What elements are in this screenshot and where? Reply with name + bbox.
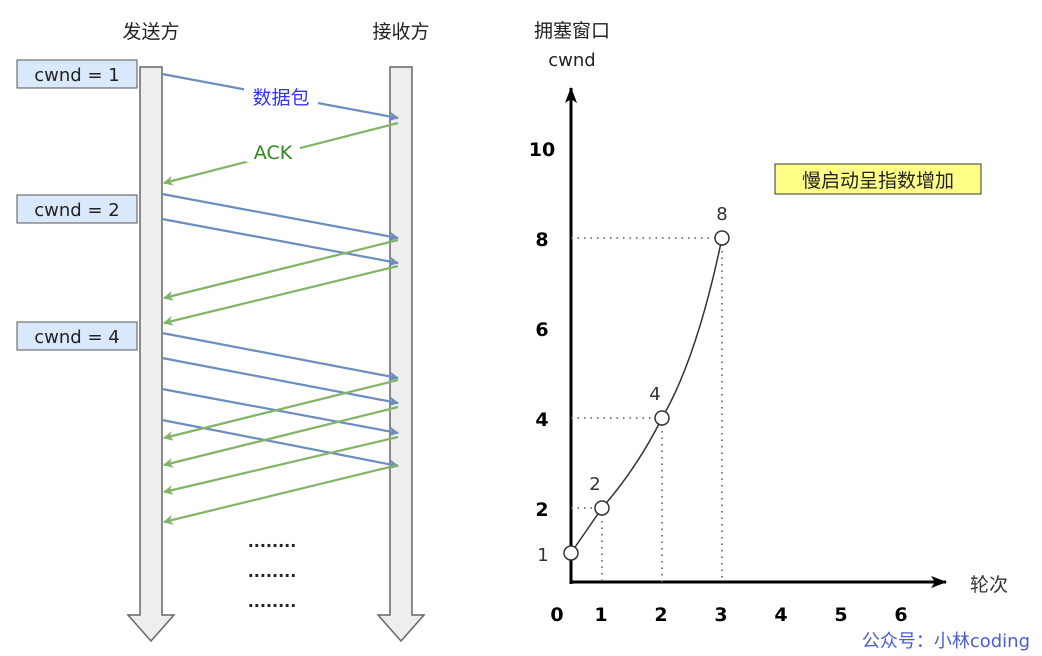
- data-packet-arrow: [161, 356, 399, 407]
- cwnd-box-text: cwnd = 1: [34, 65, 119, 86]
- ack-arrow: [163, 378, 399, 441]
- ack-arrow: [163, 238, 399, 301]
- y-tick-label: 8: [535, 229, 548, 251]
- data-point: [714, 230, 730, 246]
- sender-label: 发送方: [122, 21, 179, 43]
- y-tick-label: 2: [535, 499, 548, 521]
- chart-title: 拥塞窗口: [534, 20, 610, 42]
- cwnd-box-text: cwnd = 4: [34, 327, 119, 348]
- data-label: 2: [589, 474, 600, 495]
- cwnd-box-4: cwnd = 4: [16, 321, 138, 351]
- x-tick-label: 5: [834, 604, 847, 626]
- ack-arrow: [163, 435, 399, 495]
- ack-arrow: [163, 405, 399, 468]
- y-tick-label: 4: [535, 409, 548, 431]
- packet-label: 数据包: [252, 87, 309, 109]
- ack-arrow: [163, 463, 399, 525]
- ellipsis: ........: [248, 562, 297, 581]
- annotation-box: [774, 163, 982, 195]
- x-tick-label: 1: [594, 604, 607, 626]
- cwnd-box-text: cwnd = 2: [34, 200, 119, 221]
- x-tick-label: 4: [774, 604, 787, 626]
- data-label: 8: [716, 204, 727, 225]
- ellipsis: ........: [248, 592, 297, 611]
- x-tick-label: 3: [714, 604, 727, 626]
- data-point: [654, 410, 670, 426]
- x-tick-label: 2: [654, 604, 667, 626]
- receiver-timeline: [376, 66, 426, 643]
- x-tick-label: 0: [550, 604, 563, 626]
- y-tick-label: 6: [535, 319, 548, 341]
- data-packet-arrow: [161, 217, 399, 267]
- y-tick-label: 10: [529, 139, 555, 161]
- data-point: [594, 500, 610, 516]
- data-packet-arrow: [161, 387, 399, 437]
- data-packet-arrow: [161, 331, 399, 382]
- cwnd-box-1: cwnd = 1: [16, 59, 138, 89]
- series-line: [570, 237, 723, 554]
- ack-arrow: [163, 264, 399, 326]
- y-axis-label: cwnd: [548, 50, 595, 71]
- receiver-label: 接收方: [372, 21, 429, 43]
- ack-label: ACK: [254, 142, 293, 164]
- sender-timeline: [126, 66, 176, 643]
- annotation-text: 慢启动呈指数增加: [802, 170, 954, 192]
- data-packet-arrow: [161, 192, 399, 242]
- watermark: 公众号：小林coding: [862, 631, 1030, 652]
- x-axis-label: 轮次: [970, 574, 1008, 596]
- data-label: 4: [649, 384, 660, 405]
- data-label: 1: [537, 545, 548, 566]
- cwnd-box-2: cwnd = 2: [16, 194, 138, 224]
- data-point: [563, 545, 579, 561]
- x-tick-label: 6: [894, 604, 907, 626]
- ellipsis: ........: [248, 532, 297, 551]
